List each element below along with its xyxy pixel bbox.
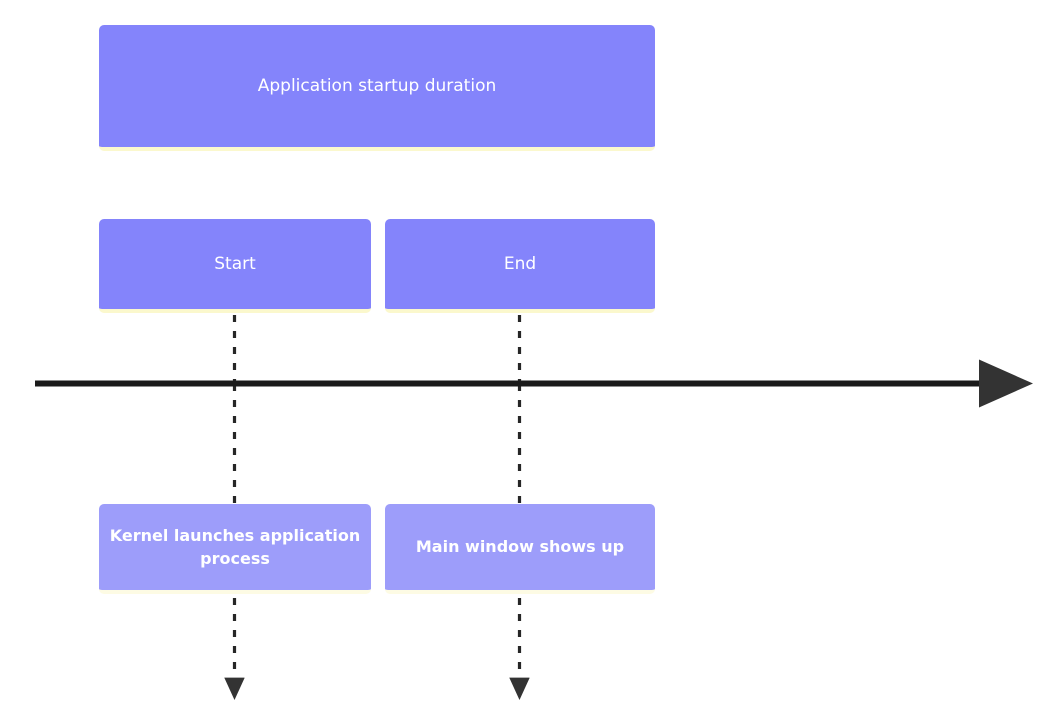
node-application-startup-duration[interactable]: Application startup duration [99,25,655,151]
node-label-duration: Application startup duration [257,75,497,96]
node-end[interactable]: End [385,219,655,313]
node-start[interactable]: Start [99,219,371,313]
node-kernel-launches-application-process[interactable]: Kernel launches application process [99,504,371,594]
node-label-kernel: Kernel launches application process [109,525,361,568]
node-label-mainwindow: Main window shows up [415,537,625,557]
node-main-window-shows-up[interactable]: Main window shows up [385,504,655,594]
node-label-end: End [503,253,537,274]
node-label-start: Start [214,253,256,274]
